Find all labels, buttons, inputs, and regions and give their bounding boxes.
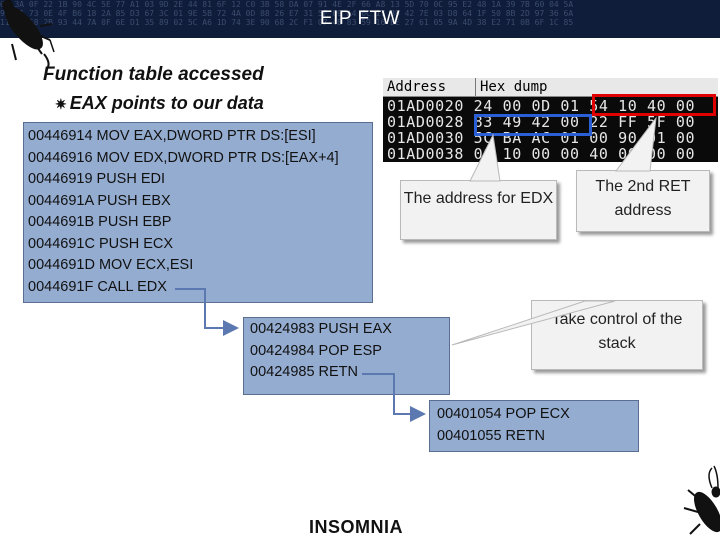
title-bar: 68 3A 0F 22 1B 90 4C 5E 77 A1 03 9D 2E 4…: [0, 0, 720, 38]
code-line: 0044691F CALL EDX: [28, 278, 167, 295]
code-line: 00424985 RETN: [250, 364, 359, 380]
slide-heading: Function table accessed: [43, 64, 264, 85]
code-block-stack-pivot: 00424983 PUSH EAX 00424984 POP ESP 00424…: [243, 317, 450, 395]
code-line: 00446916 MOV EDX,DWORD PTR DS:[EAX+4]: [28, 149, 339, 166]
code-block-pop-retn: 00401054 POP ECX 00401055 RETN: [429, 400, 639, 452]
highlight-ret-address: [592, 94, 716, 116]
bullet-text: EAX points to our data: [69, 93, 264, 113]
highlight-edx-address: [474, 114, 592, 136]
code-line: 0044691D MOV ECX,ESI: [28, 257, 194, 273]
code-line: 0044691A PUSH EBX: [28, 192, 171, 209]
pointer-stack: [451, 300, 616, 346]
code-line: 00446914 MOV EAX,DWORD PTR DS:[ESI]: [28, 128, 316, 144]
code-line: 00424984 POP ESP: [250, 342, 382, 359]
code-line: 00401055 RETN: [437, 427, 546, 444]
title-bar-texture: 68 3A 0F 22 1B 90 4C 5E 77 A1 03 9D 2E 4…: [0, 0, 574, 27]
pointer-ret: [614, 116, 657, 172]
cockroach-bottom-right-icon: [683, 465, 720, 535]
cockroach-top-left-icon: [1, 0, 55, 71]
column-divider: [475, 78, 476, 96]
hex-dump-header: Address Hex dump: [383, 78, 718, 97]
insomnia-logo: INSOMNIA: [309, 517, 403, 537]
code-block-main: 00446914 MOV EAX,DWORD PTR DS:[ESI] 0044…: [23, 122, 373, 303]
slide-title: EIP FTW: [319, 8, 401, 29]
code-line: 0044691B PUSH EBP: [28, 214, 172, 230]
column-address: Address: [387, 79, 447, 95]
pointer-edx: [469, 133, 501, 182]
callout-pointers: [451, 116, 657, 346]
code-line: 0044691C PUSH ECX: [28, 235, 174, 252]
bullet-star-icon: ✷: [55, 96, 67, 112]
arrow-call-edx: [175, 288, 239, 336]
code-line: 00401054 POP ECX: [437, 406, 570, 422]
callout-edx-address: The address for EDX: [400, 180, 557, 240]
column-hex-dump: Hex dump: [480, 79, 548, 95]
hex-row: 01AD0028 83 49 42 00 22 FF 5F 00: [387, 113, 696, 131]
arrow-retn: [362, 373, 426, 422]
code-line: 00424983 PUSH EAX: [250, 321, 392, 337]
code-line: 00446919 PUSH EDI: [28, 171, 166, 187]
bullet-item: ✷EAX points to our data: [55, 93, 264, 114]
